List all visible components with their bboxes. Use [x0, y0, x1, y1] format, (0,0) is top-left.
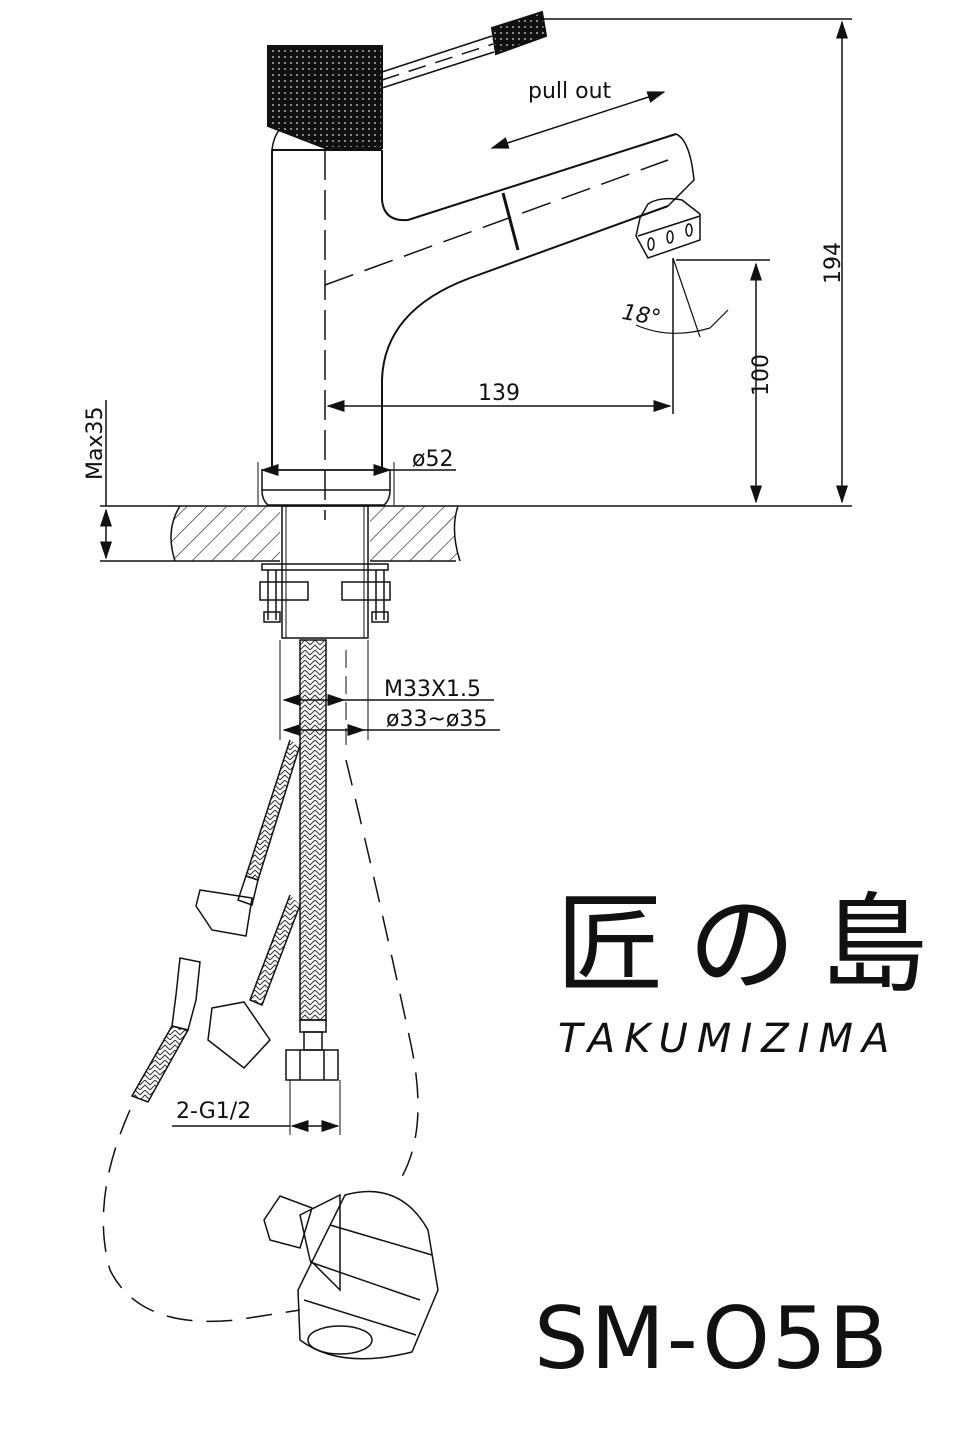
angle-18-label: 18°: [620, 300, 663, 331]
height-100-label: 100: [749, 354, 774, 396]
thread-label: M33X1.5: [384, 677, 481, 702]
reach-139-label: 139: [478, 381, 520, 406]
model-number: SM-O5B: [534, 1289, 890, 1389]
hose-connection-label: 2-G1/2: [176, 1099, 251, 1124]
brand-romaji: TAKUMIZIMA: [558, 1016, 899, 1062]
max35-label: Max35: [83, 407, 108, 480]
brand-japanese: 匠の島: [556, 883, 953, 1008]
hole-diameter-label: ø33~ø35: [386, 707, 487, 732]
height-194-label: 194: [821, 242, 846, 284]
pull-out-label: pull out: [528, 79, 612, 104]
handle-knob: [267, 45, 383, 149]
spray-head: [263, 1190, 439, 1360]
base-diameter-label: ø52: [412, 447, 453, 472]
